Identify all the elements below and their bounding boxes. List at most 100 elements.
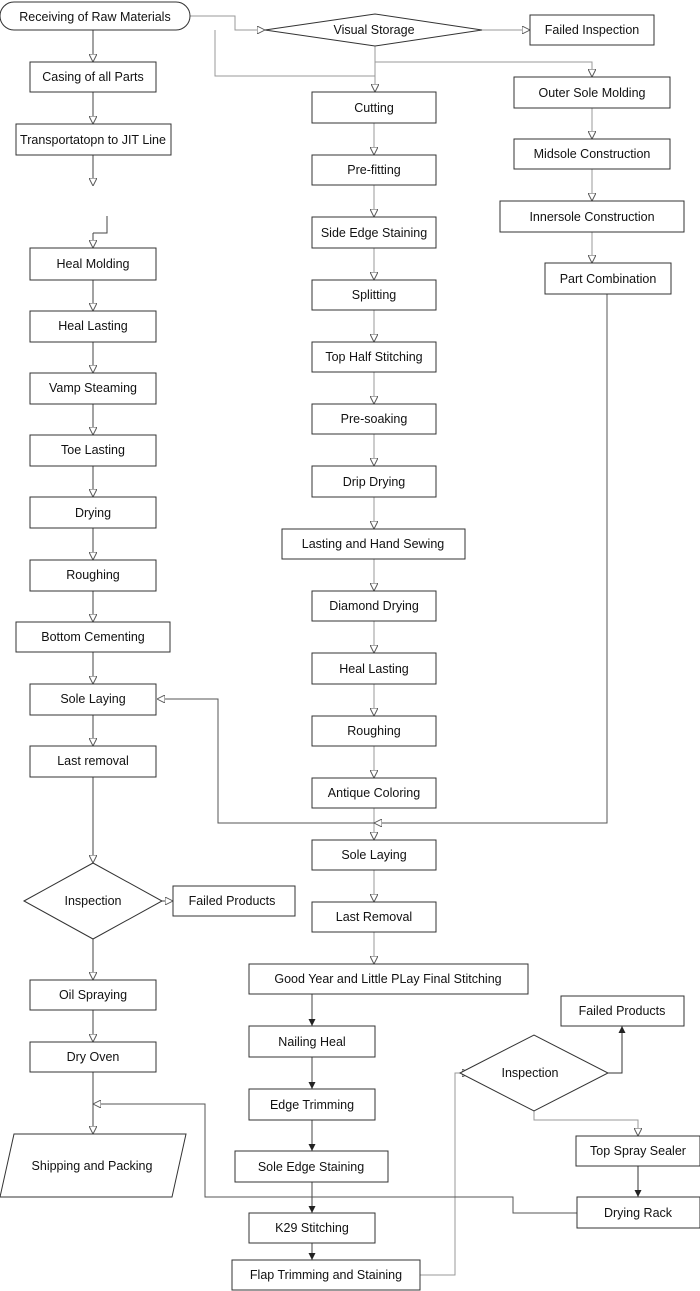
node-c-nailing-label: Nailing Heal <box>278 1035 345 1049</box>
node-casing: Casing of all Parts <box>29 61 157 93</box>
node-r-part-comb-label: Part Combination <box>560 272 657 286</box>
node-c-side-edge-label: Side Edge Staining <box>321 226 427 240</box>
node-l-bottom-cementing: Bottom Cementing <box>15 621 171 653</box>
node-c-drip-drying: Drip Drying <box>311 465 437 498</box>
node-r-outer-sole-label: Outer Sole Molding <box>538 86 645 100</box>
node-l-drying: Drying <box>29 496 157 529</box>
arrow-inspection-to-failed-products-r <box>597 1026 626 1074</box>
node-c-presoaking: Pre-soaking <box>311 403 437 435</box>
arrow-inspection-to-top-spray <box>533 1111 638 1136</box>
node-l-last-removal: Last removal <box>29 745 157 778</box>
node-receiving-label: Receiving of Raw Materials <box>19 10 170 24</box>
node-c-roughing: Roughing <box>311 715 437 747</box>
node-transport: Transportatopn to JIT Line <box>15 123 172 156</box>
node-c-cutting: Cutting <box>311 91 437 124</box>
node-c-top-half-label: Top Half Stitching <box>325 350 422 364</box>
arrow-flap-to-inspection <box>420 1073 470 1276</box>
node-failed-inspection: Failed Inspection <box>529 14 655 46</box>
node-c-top-half: Top Half Stitching <box>311 341 437 373</box>
arrow-drying-rack-to-shipping <box>93 1104 577 1214</box>
node-l-sole-laying-label: Sole Laying <box>60 692 125 706</box>
node-l-dry-oven: Dry Oven <box>29 1041 157 1073</box>
node-c-presoaking-label: Pre-soaking <box>341 412 408 426</box>
node-transport-label: Transportatopn to JIT Line <box>20 133 166 147</box>
node-c-sole-laying: Sole Laying <box>311 839 437 871</box>
node-c-side-edge: Side Edge Staining <box>311 216 437 249</box>
node-l-shipping-label: Shipping and Packing <box>32 1159 153 1173</box>
node-c-heal-lasting-label: Heal Lasting <box>339 662 409 676</box>
node-c-k29: K29 Stitching <box>248 1212 376 1244</box>
arrow-part-combination-join <box>374 294 608 823</box>
node-l-failed-products-label: Failed Products <box>189 894 276 908</box>
node-r-drying-rack: Drying Rack <box>576 1196 700 1229</box>
node-r-top-spray-label: Top Spray Sealer <box>590 1144 686 1158</box>
node-l-bottom-cementing-label: Bottom Cementing <box>41 630 145 644</box>
node-l-oil-spraying: Oil Spraying <box>29 979 157 1011</box>
node-c-lasting-hand-label: Lasting and Hand Sewing <box>302 537 445 551</box>
node-l-heal-molding: Heal Molding <box>29 247 157 281</box>
node-l-heal-lasting: Heal Lasting <box>29 310 157 343</box>
node-l-roughing-label: Roughing <box>66 568 120 582</box>
node-c-edge-trim-label: Edge Trimming <box>270 1098 354 1112</box>
node-l-last-removal-label: Last removal <box>57 754 129 768</box>
node-c-last-removal-label: Last Removal <box>336 910 412 924</box>
node-l-sole-laying: Sole Laying <box>29 683 157 716</box>
node-c-antique: Antique Coloring <box>311 777 437 809</box>
node-failed-inspection-label: Failed Inspection <box>545 23 640 37</box>
node-r-innersole-label: Innersole Construction <box>529 210 654 224</box>
node-visual-storage: Visual Storage <box>264 13 483 47</box>
node-l-inspection-label: Inspection <box>65 894 122 908</box>
node-l-drying-label: Drying <box>75 506 111 520</box>
node-c-diamond: Diamond Drying <box>311 590 437 622</box>
node-r-failed-products-label: Failed Products <box>579 1004 666 1018</box>
arrow-gap-tick <box>93 216 108 234</box>
node-l-heal-molding-label: Heal Molding <box>57 257 130 271</box>
node-c-drip-drying-label: Drip Drying <box>343 475 406 489</box>
node-c-splitting-label: Splitting <box>352 288 397 302</box>
node-r-failed-products: Failed Products <box>560 995 685 1027</box>
node-c-cutting-label: Cutting <box>354 101 394 115</box>
node-r-inspection: Inspection <box>458 1034 610 1112</box>
node-receiving: Receiving of Raw Materials <box>0 1 191 31</box>
node-l-vamp-steaming: Vamp Steaming <box>29 372 157 405</box>
node-c-last-removal: Last Removal <box>311 901 437 933</box>
node-l-heal-lasting-label: Heal Lasting <box>58 319 128 333</box>
node-r-outer-sole: Outer Sole Molding <box>513 76 671 109</box>
node-l-vamp-steaming-label: Vamp Steaming <box>49 381 137 395</box>
node-c-flap-label: Flap Trimming and Staining <box>250 1268 402 1282</box>
connectors <box>93 15 638 1276</box>
node-l-roughing: Roughing <box>29 559 157 592</box>
node-visual-storage-label: Visual Storage <box>333 23 414 37</box>
node-c-prefitting-label: Pre-fitting <box>347 163 401 177</box>
node-l-oil-spraying-label: Oil Spraying <box>59 988 127 1002</box>
node-c-flap: Flap Trimming and Staining <box>231 1259 421 1291</box>
node-l-inspection: Inspection <box>22 862 164 940</box>
node-r-part-comb: Part Combination <box>544 262 672 295</box>
node-c-k29-label: K29 Stitching <box>275 1221 349 1235</box>
node-l-failed-products: Failed Products <box>172 885 296 917</box>
node-r-innersole: Innersole Construction <box>499 200 685 233</box>
node-c-splitting: Splitting <box>311 279 437 311</box>
arrow-antique-to-left-sole-laying <box>157 699 374 824</box>
node-c-nailing: Nailing Heal <box>248 1025 376 1058</box>
node-c-sole-laying-label: Sole Laying <box>341 848 406 862</box>
node-c-sole-edge-label: Sole Edge Staining <box>258 1160 364 1174</box>
node-r-top-spray: Top Spray Sealer <box>575 1135 700 1167</box>
node-c-edge-trim: Edge Trimming <box>248 1088 376 1121</box>
node-c-goodyear: Good Year and Little PLay Final Stitchin… <box>248 963 529 995</box>
node-l-dry-oven-label: Dry Oven <box>67 1050 120 1064</box>
node-r-drying-rack-label: Drying Rack <box>604 1206 673 1220</box>
node-c-prefitting: Pre-fitting <box>311 154 437 186</box>
node-c-lasting-hand: Lasting and Hand Sewing <box>281 528 466 560</box>
node-c-sole-edge: Sole Edge Staining <box>234 1150 389 1183</box>
arrow-branch-to-outer-sole <box>375 61 592 77</box>
node-r-inspection-label: Inspection <box>502 1066 559 1080</box>
node-c-antique-label: Antique Coloring <box>328 786 420 800</box>
node-c-diamond-label: Diamond Drying <box>329 599 419 613</box>
node-c-heal-lasting: Heal Lasting <box>311 652 437 685</box>
node-r-midsole: Midsole Construction <box>513 138 671 170</box>
node-c-roughing-label: Roughing <box>347 724 401 738</box>
arrow-receiving-to-visual-storage <box>190 15 265 30</box>
